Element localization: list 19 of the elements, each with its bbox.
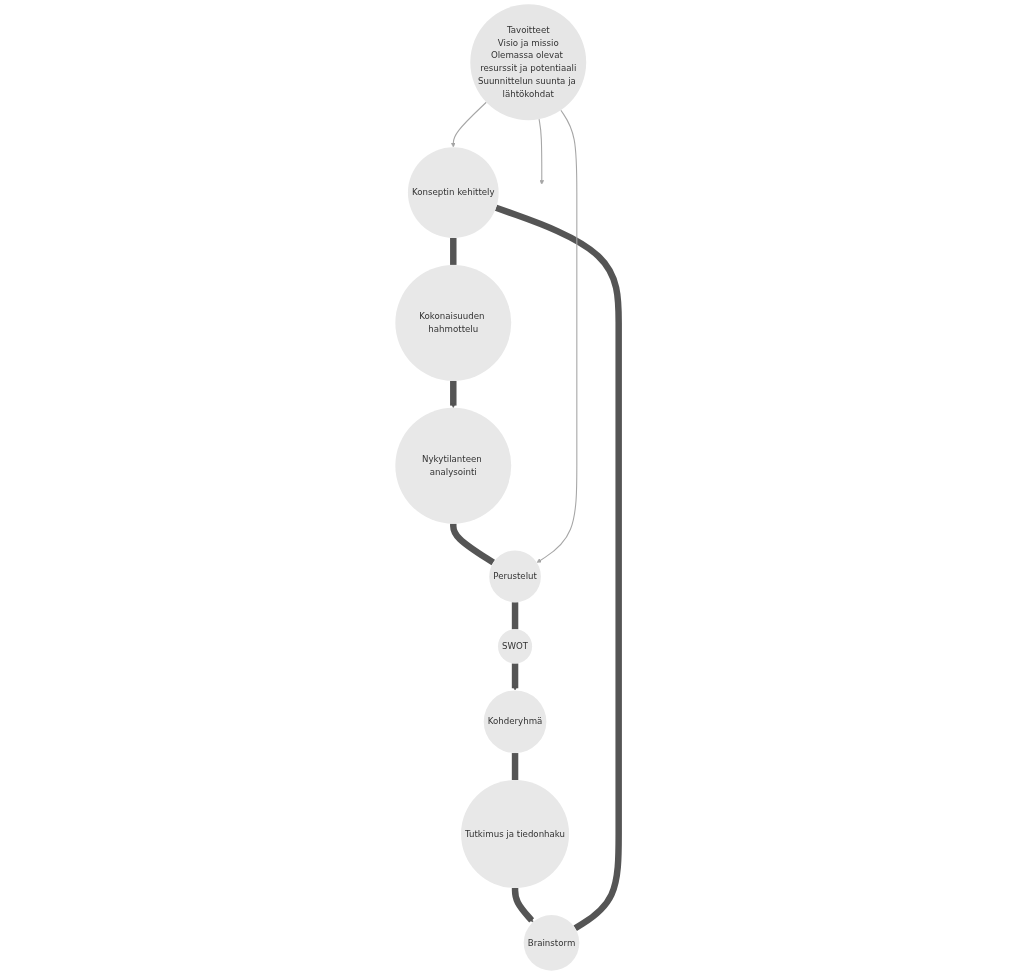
arrow [511, 887, 535, 923]
node-circle: Kohderyhmä [483, 690, 547, 754]
node-circle: Nykytilanteen analysointi [395, 407, 512, 524]
arrow [538, 118, 545, 185]
arrow [450, 101, 487, 148]
connector [450, 236, 457, 266]
connector [511, 752, 519, 781]
arrow [511, 662, 519, 691]
node-circle: Konseptin kehittely [407, 147, 499, 238]
node-circle: Perustelut [489, 550, 541, 603]
node-circle: SWOT [498, 629, 533, 664]
node-circle: Tavoitteet Visio ja missio Olemassa olevat resurssit ja potentiaali Suunnittelun suunta ja lähtökohdat [470, 4, 587, 121]
arrow [536, 109, 578, 563]
arrow [450, 379, 457, 408]
connector [494, 204, 622, 932]
node-circle: Kokonaisuuden hahmottelu [395, 264, 512, 381]
node-circle: Tutkimus ja tiedonhaku [461, 780, 570, 889]
node-circle: Brainstorm [523, 915, 580, 971]
connector [511, 601, 519, 631]
